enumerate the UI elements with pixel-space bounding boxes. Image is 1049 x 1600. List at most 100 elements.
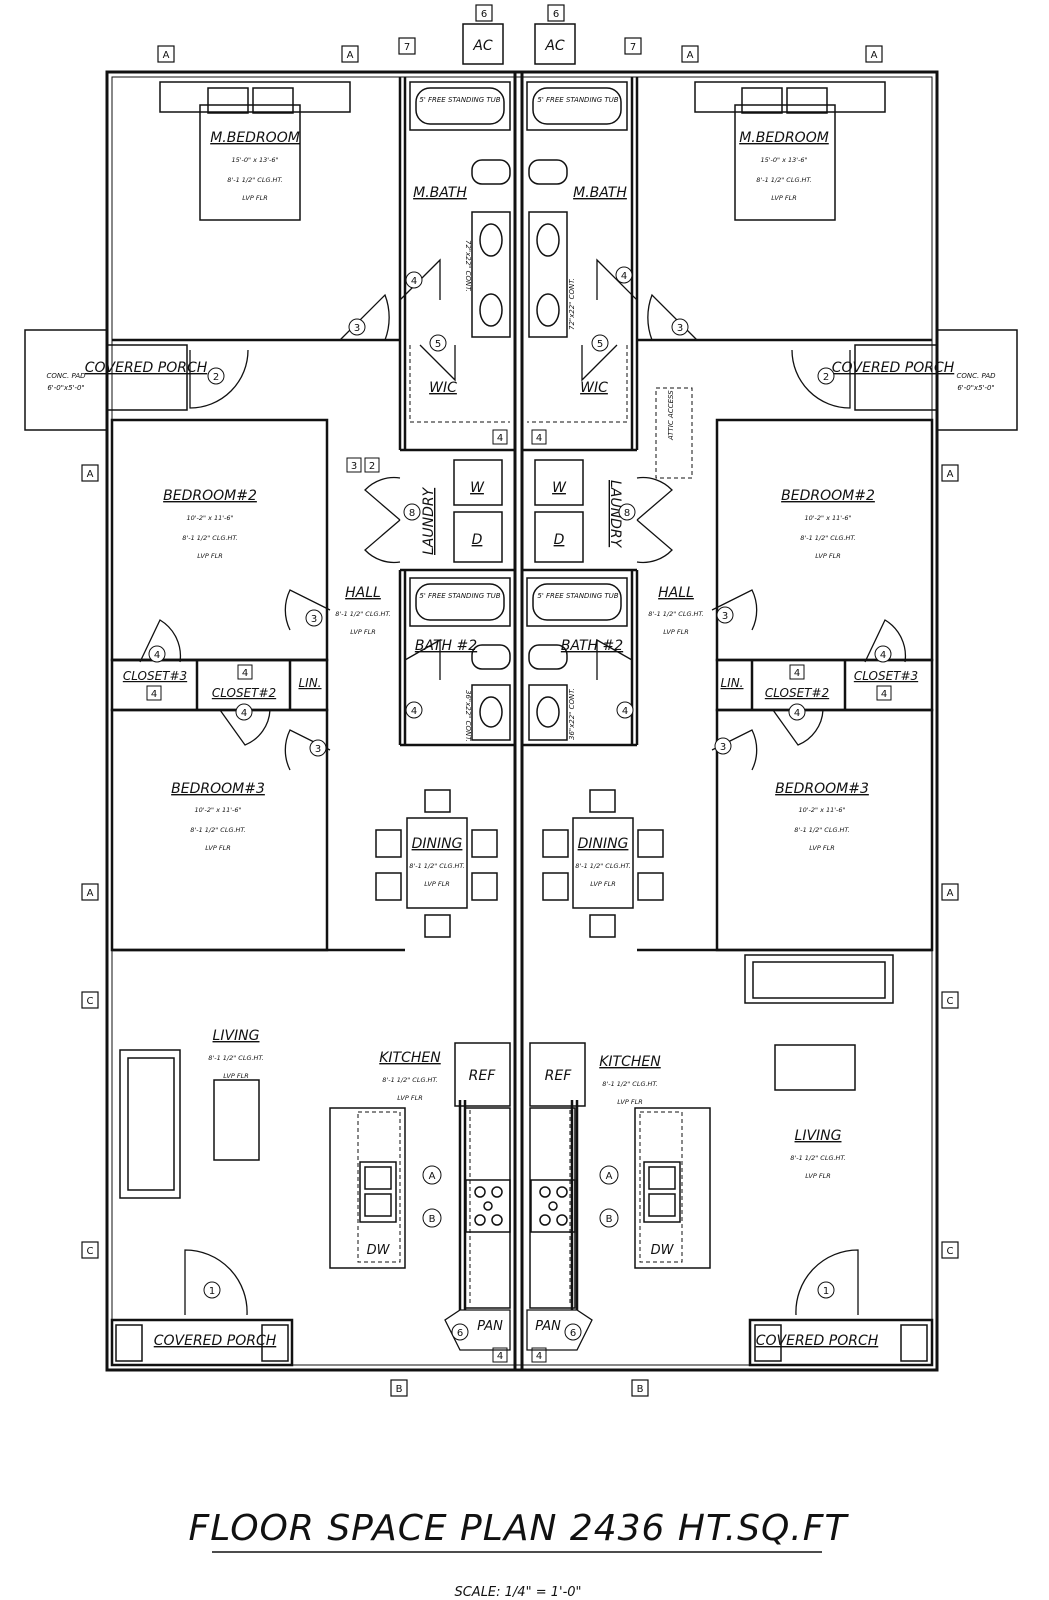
- room-floor: LVP FLR: [617, 1098, 642, 1106]
- svg-text:2: 2: [213, 372, 219, 383]
- grid-tag: A: [163, 50, 170, 61]
- ac-unit-label: AC: [472, 38, 493, 54]
- room-floor: LVP FLR: [397, 1094, 422, 1102]
- room-floor: LVP FLR: [590, 880, 615, 888]
- side-porch-right: [854, 329, 1018, 431]
- svg-text:2: 2: [823, 372, 829, 383]
- tub-label: 5' FREE STANDING TUB: [537, 592, 618, 600]
- room-label-bedroom3: BEDROOM#3: [171, 781, 265, 797]
- room-ceiling: 8'-1 1/2" CLG.HT.: [602, 1080, 657, 1088]
- svg-text:3: 3: [720, 742, 726, 753]
- svg-text:1: 1: [823, 1286, 829, 1297]
- room-floor: LVP FLR: [771, 194, 796, 202]
- room-label-master-bedroom: M.BEDROOM: [739, 130, 829, 146]
- vanity-label: 72"x22" CONT.: [464, 240, 472, 292]
- grid-tag: B: [396, 1384, 403, 1395]
- room-label-hall: HALL: [658, 585, 694, 601]
- room-label-wic: WIC: [580, 380, 608, 396]
- svg-text:5: 5: [435, 339, 441, 350]
- room-ceiling: 8'-1 1/2" CLG.HT.: [227, 176, 282, 184]
- pantry-label: PAN: [535, 1319, 561, 1334]
- room-floor: LVP FLR: [197, 552, 222, 560]
- room-label-kitchen: KITCHEN: [599, 1054, 661, 1070]
- room-label-living: LIVING: [795, 1128, 842, 1144]
- grid-tag: A: [347, 50, 354, 61]
- room-ceiling: 8'-1 1/2" CLG.HT.: [800, 534, 855, 542]
- room-ceiling: 8'-1 1/2" CLG.HT.: [648, 610, 703, 618]
- door-marker-text: 2 2 3 3 4 4 5 5 8 8 3 3 3 3 4 4 4 4 4 4 …: [154, 271, 886, 1339]
- room-label-bath2: BATH #2: [561, 638, 623, 654]
- room-size: 15'-0" x 13'-6": [231, 156, 278, 164]
- room-label-closet2: CLOSET#2: [212, 686, 276, 700]
- vanity-label: 72"x22" CONT.: [568, 278, 576, 330]
- svg-text:3: 3: [722, 611, 728, 622]
- room-label-laundry: LAUNDRY: [607, 480, 623, 549]
- svg-text:4: 4: [411, 276, 417, 287]
- grid-tag: A: [87, 469, 94, 480]
- dashed-cabinetry: [357, 387, 693, 1305]
- room-label-covered-porch-front: COVERED PORCH: [756, 1333, 879, 1349]
- room-label-hall: HALL: [345, 585, 381, 601]
- room-floor: LVP FLR: [242, 194, 267, 202]
- room-label-linen: LIN.: [298, 676, 321, 690]
- svg-text:B: B: [429, 1214, 436, 1225]
- svg-text:3: 3: [677, 323, 683, 334]
- room-ceiling: 8'-1 1/2" CLG.HT.: [790, 1154, 845, 1162]
- room-label-kitchen: KITCHEN: [379, 1050, 441, 1066]
- room-label-covered-porch-side: COVERED PORCH: [832, 360, 955, 376]
- room-label-master-bath: M.BATH: [573, 185, 627, 201]
- ac-unit-label: AC: [544, 38, 565, 54]
- room-ceiling: 8'-1 1/2" CLG.HT.: [182, 534, 237, 542]
- room-label-wic: WIC: [429, 380, 457, 396]
- tub-label: 5' FREE STANDING TUB: [419, 592, 500, 600]
- svg-text:4: 4: [154, 650, 160, 661]
- svg-text:4: 4: [880, 650, 886, 661]
- conc-pad-label: CONC. PAD: [46, 372, 86, 380]
- room-size: 10'-2" x 11'-6": [186, 514, 233, 522]
- grid-tag: B: [637, 1384, 644, 1395]
- washer-label: W: [552, 480, 567, 496]
- room-floor: LVP FLR: [815, 552, 840, 560]
- grid-tags: [81, 4, 959, 1397]
- exterior-walls: [105, 70, 939, 1372]
- pantry-label: PAN: [477, 1319, 503, 1334]
- room-floor: LVP FLR: [663, 628, 688, 636]
- grid-tag: C: [947, 1246, 954, 1257]
- room-label-closet3: CLOSET#3: [123, 669, 187, 683]
- svg-text:4: 4: [794, 708, 800, 719]
- room-label-bedroom2: BEDROOM#2: [163, 488, 257, 504]
- room-ceiling: 8'-1 1/2" CLG.HT.: [208, 1054, 263, 1062]
- svg-text:4: 4: [242, 668, 248, 679]
- svg-text:3: 3: [315, 744, 321, 755]
- wic-shelving: [409, 345, 628, 423]
- dryer-label: D: [472, 532, 483, 548]
- room-label-bedroom3: BEDROOM#3: [775, 781, 869, 797]
- room-label-living: LIVING: [213, 1028, 260, 1044]
- room-floor: LVP FLR: [424, 880, 449, 888]
- svg-text:4: 4: [497, 1351, 503, 1362]
- attic-access-label: ATTIC ACCESS: [667, 390, 675, 441]
- fixtures: [115, 23, 928, 1362]
- wall-type-tags: [146, 429, 892, 1363]
- svg-text:8: 8: [409, 508, 415, 519]
- wall-type-tag-text: 4 4 3 2 4 4 4 4 4 4: [151, 433, 887, 1362]
- side-porch-left: [24, 329, 188, 431]
- svg-text:B: B: [606, 1214, 613, 1225]
- room-floor: LVP FLR: [205, 844, 230, 852]
- conc-pad-size: 6'-0"x5'-0": [47, 384, 84, 392]
- washer-label: W: [470, 480, 485, 496]
- svg-text:6: 6: [570, 1328, 576, 1339]
- svg-text:A: A: [429, 1171, 436, 1182]
- svg-text:4: 4: [411, 706, 417, 717]
- dishwasher-label: DW: [651, 1243, 675, 1258]
- svg-text:3: 3: [311, 614, 317, 625]
- room-label-bedroom2: BEDROOM#2: [781, 488, 875, 504]
- vanity-label: 36"x22" CONT.: [464, 690, 472, 742]
- room-label-closet3: CLOSET#3: [854, 669, 918, 683]
- tub-label: 5' FREE STANDING TUB: [537, 96, 618, 104]
- room-floor: LVP FLR: [805, 1172, 830, 1180]
- svg-text:4: 4: [536, 433, 542, 444]
- room-label-dining: DINING: [412, 836, 463, 852]
- grid-tag: C: [87, 996, 94, 1007]
